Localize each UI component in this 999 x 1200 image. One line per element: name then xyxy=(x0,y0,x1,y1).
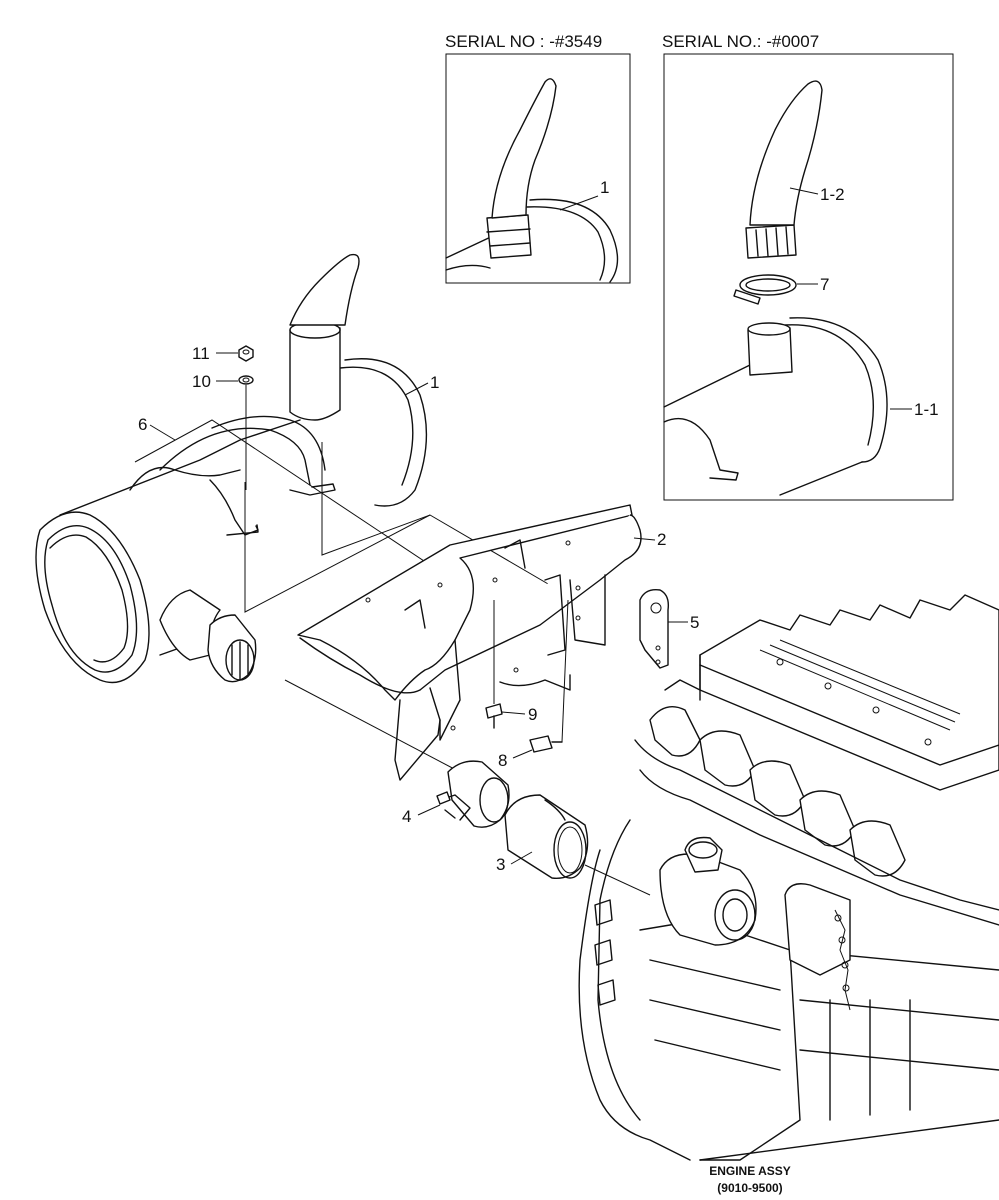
callout-11: 11 xyxy=(192,344,210,363)
callout-6: 6 xyxy=(138,415,147,434)
bolt-9 xyxy=(485,600,503,729)
clamp-4 xyxy=(436,760,510,828)
engine-assy-label: ENGINE ASSY xyxy=(709,1164,791,1178)
nut-11 xyxy=(238,345,254,362)
engine-assy-range-label: (9010-9500) xyxy=(717,1181,782,1195)
washer-10 xyxy=(238,375,254,385)
muffler-assembly xyxy=(35,253,428,684)
callout-1-1: 1-1 xyxy=(914,400,939,419)
inset-2-frame xyxy=(663,53,954,501)
callout-8: 8 xyxy=(498,751,507,770)
callout-5: 5 xyxy=(690,613,699,632)
callout-7: 7 xyxy=(820,275,829,294)
callout-2: 2 xyxy=(657,530,666,549)
callout-1-2: 1-2 xyxy=(820,185,845,204)
callout-1-inset-1: 1 xyxy=(600,178,609,197)
callout-10: 10 xyxy=(192,372,211,391)
mounting-bracket xyxy=(639,589,670,669)
engine-assembly-drawing xyxy=(578,594,999,1161)
muffler-bracket xyxy=(297,504,642,781)
callout-1-main: 1 xyxy=(430,373,439,392)
inset-1-muffler-drawing xyxy=(445,78,619,283)
exhaust-pipe-3 xyxy=(504,794,589,879)
callout-9: 9 xyxy=(528,705,537,724)
inset-2-serial-label: SERIAL NO.: -#0007 xyxy=(662,32,819,51)
inset-2-muffler-drawing xyxy=(663,80,888,496)
callout-3: 3 xyxy=(496,855,505,874)
heat-shield-sheet xyxy=(134,419,568,613)
callout-4: 4 xyxy=(402,807,411,826)
inset-serial-0007: SERIAL NO.: -#0007 1-2 7 1-1 xyxy=(662,32,954,501)
inset-serial-3549: SERIAL NO : -#3549 1 xyxy=(445,32,631,284)
inset-1-frame xyxy=(445,53,631,284)
inset-1-serial-label: SERIAL NO : -#3549 xyxy=(445,32,602,51)
bolt-8 xyxy=(529,599,569,753)
